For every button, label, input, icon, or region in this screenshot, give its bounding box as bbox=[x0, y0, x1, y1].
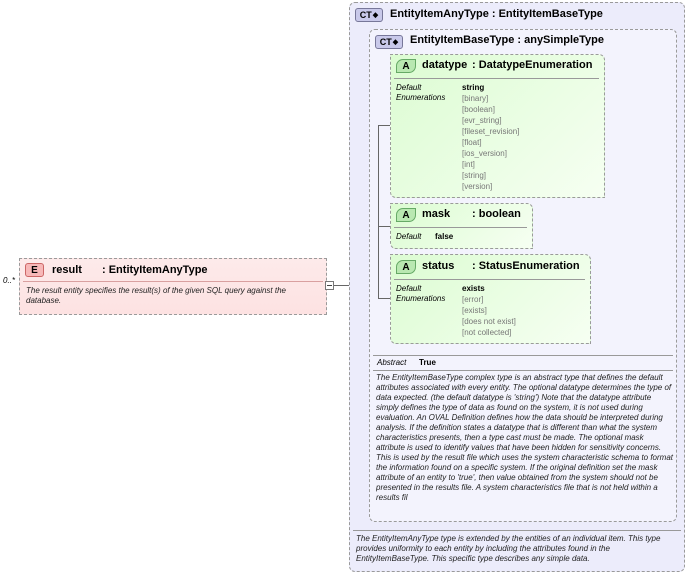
attribute-status[interactable]: A status : StatusEnumeration Default Enu… bbox=[390, 254, 591, 344]
attribute-name: datatype bbox=[422, 59, 468, 71]
outer-type-title: EntityItemAnyType : EntityItemBaseType bbox=[390, 8, 603, 20]
attribute-type: : StatusEnumeration bbox=[472, 260, 580, 272]
attribute-label: Default Enumerations bbox=[396, 284, 446, 303]
element-annotation: The result entity specifies the result(s… bbox=[26, 286, 286, 305]
element-name: result bbox=[52, 264, 82, 276]
attribute-datatype[interactable]: A datatype : DatatypeEnumeration Default… bbox=[390, 54, 605, 198]
enum-value: [not collected] bbox=[462, 328, 512, 337]
default-value: false bbox=[435, 232, 454, 241]
enum-value: [int] bbox=[462, 160, 475, 169]
attribute-name: mask bbox=[422, 208, 451, 220]
attribute-name: status bbox=[422, 260, 455, 272]
element-type: : EntityItemAnyType bbox=[102, 264, 208, 276]
attribute-label: Default bbox=[396, 232, 422, 241]
attribute-values: false bbox=[435, 231, 453, 242]
enum-value: [fileset_revision] bbox=[462, 127, 520, 136]
enum-value: [version] bbox=[462, 182, 493, 191]
enum-value: [exists] bbox=[462, 306, 487, 315]
attribute-values: string [binary] [boolean] [evr_string] [… bbox=[462, 82, 519, 192]
outer-type-annotation: The EntityItemAnyType type is extended b… bbox=[356, 534, 661, 563]
base-type-title: EntityItemBaseType : anySimpleType bbox=[410, 34, 604, 46]
enum-value: [boolean] bbox=[462, 105, 495, 114]
attribute-badge: A bbox=[396, 260, 416, 274]
attribute-values: exists [error] [exists] [does not exist]… bbox=[462, 283, 516, 338]
element-cardinality: 0..* bbox=[3, 276, 16, 285]
attribute-label: Default Enumerations bbox=[396, 83, 446, 102]
attribute-badge: A bbox=[396, 59, 416, 73]
element-badge: E bbox=[25, 263, 44, 277]
enum-value: [binary] bbox=[462, 94, 489, 103]
enum-value: [string] bbox=[462, 171, 487, 180]
attribute-badge: A bbox=[396, 208, 416, 222]
abstract-label: Abstract bbox=[377, 358, 407, 367]
collapse-toggle[interactable] bbox=[325, 281, 334, 290]
enum-value: [ios_version] bbox=[462, 149, 507, 158]
base-type-annotation: The EntityItemBaseType complex type is a… bbox=[376, 373, 674, 502]
enum-value: [does not exist] bbox=[462, 317, 516, 326]
attribute-type: : DatatypeEnumeration bbox=[472, 59, 593, 71]
enum-value: [float] bbox=[462, 138, 482, 147]
ct-badge: CT◆ bbox=[355, 8, 383, 22]
enum-value: [error] bbox=[462, 295, 484, 304]
enum-value: [evr_string] bbox=[462, 116, 502, 125]
ct-badge: CT◆ bbox=[375, 35, 403, 49]
element-result-box[interactable]: E result : EntityItemAnyType The result … bbox=[19, 258, 327, 315]
default-value: exists bbox=[462, 284, 485, 293]
default-value: string bbox=[462, 83, 485, 92]
attribute-mask[interactable]: A mask : boolean Default false bbox=[390, 203, 533, 249]
attribute-type: : boolean bbox=[472, 208, 521, 220]
abstract-value: True bbox=[419, 358, 436, 367]
